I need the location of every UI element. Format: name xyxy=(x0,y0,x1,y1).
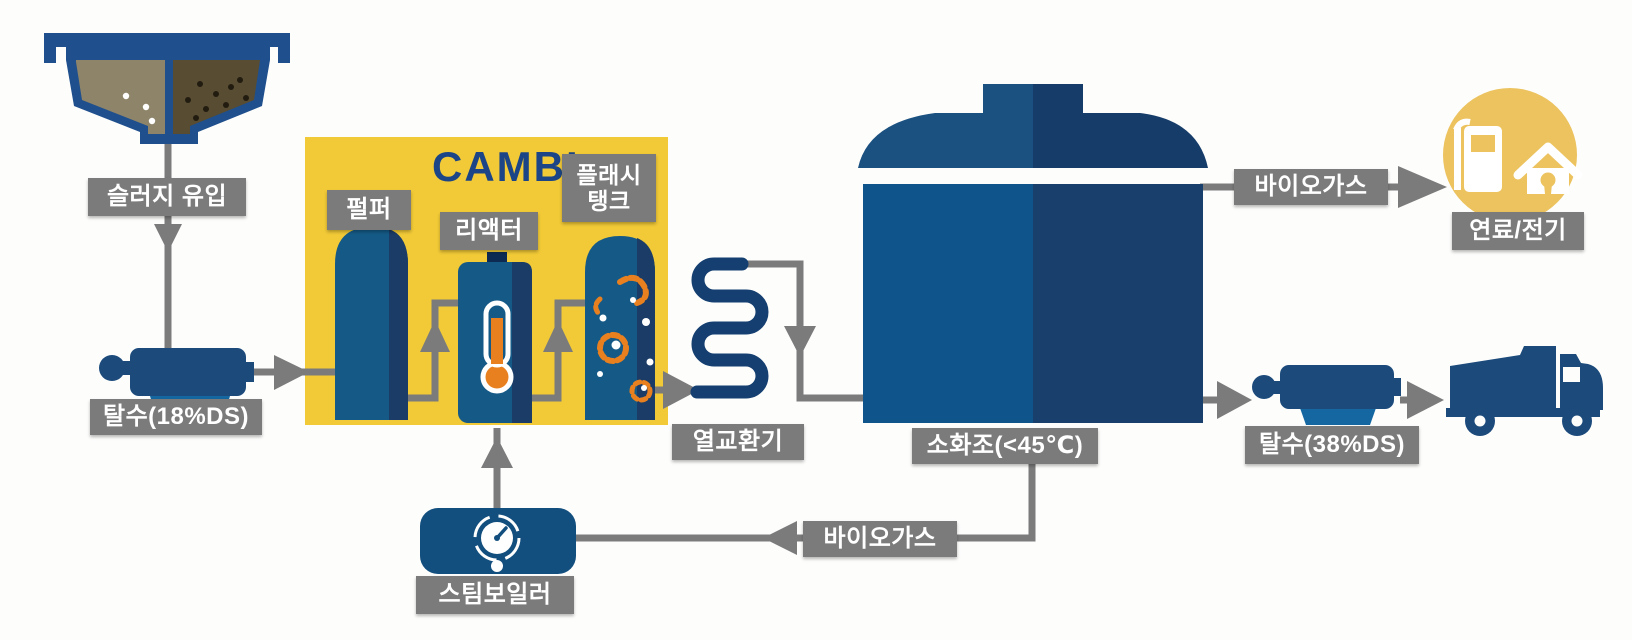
pressure-gauge-icon xyxy=(473,514,521,572)
label-digester: 소화조(<45℃) xyxy=(912,428,1098,464)
digester-tank-icon xyxy=(858,84,1208,423)
label-steam-boiler: 스팀보일러 xyxy=(416,576,574,614)
energy-use-circle xyxy=(1443,88,1583,222)
label-dewatering-in: 탈수(18%DS) xyxy=(90,399,262,435)
label-sludge-inflow: 슬러지 유입 xyxy=(88,178,246,216)
reactor-vessel-icon xyxy=(458,252,532,423)
dewatering-pump-out-icon xyxy=(1252,365,1401,425)
label-reactor: 리액터 xyxy=(440,212,538,250)
label-dewatering-out: 탈수(38%DS) xyxy=(1245,426,1419,464)
house-icon xyxy=(1513,142,1583,194)
label-biogas-bottom: 바이오가스 xyxy=(803,521,957,557)
fuel-pump-icon xyxy=(1453,118,1502,192)
label-biogas-top: 바이오가스 xyxy=(1234,169,1388,205)
label-fuel-electric: 연료/전기 xyxy=(1452,212,1584,250)
label-flash-tank-line2: 탱크 xyxy=(587,188,631,214)
settling-tank-icon xyxy=(44,33,290,144)
label-flash-tank-line1: 플래시 xyxy=(576,161,642,188)
dump-truck-icon xyxy=(1446,346,1603,436)
cambi-logo: CAMBI xyxy=(432,143,580,190)
steam-boiler-icon xyxy=(420,508,576,574)
label-pulper: 펄퍼 xyxy=(327,190,411,230)
label-flash-tank: 플래시 탱크 xyxy=(562,154,656,222)
flow-arrowheads xyxy=(154,166,1447,555)
flash-tank-vessel-icon xyxy=(585,236,655,420)
pulper-vessel-icon xyxy=(335,227,408,420)
thermometer-icon xyxy=(480,300,514,394)
heat-exchanger-coil-icon xyxy=(690,257,769,399)
label-heat-exchanger: 열교환기 xyxy=(672,424,804,460)
microbes-icon xyxy=(593,274,653,403)
